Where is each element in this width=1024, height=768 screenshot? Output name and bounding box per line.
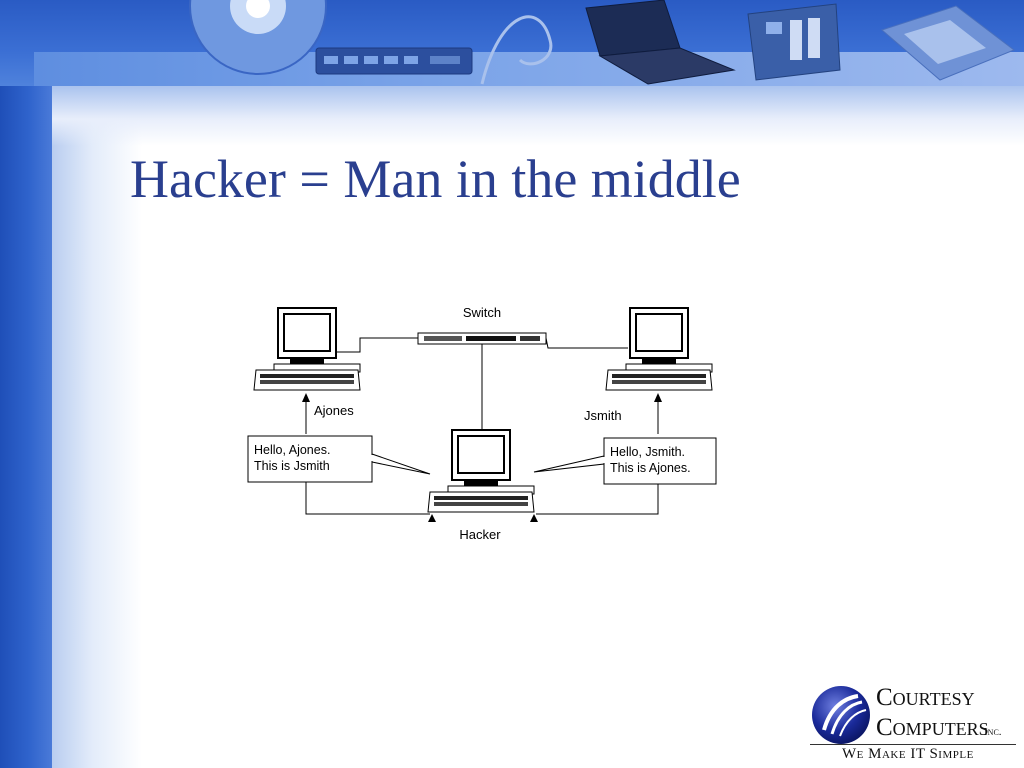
right-spoof-callout: Hello, Jsmith. This is Ajones. — [533, 437, 717, 485]
cable-icon — [480, 15, 553, 85]
laptop-icon — [585, 0, 736, 85]
logo-tagline: We Make IT Simple — [842, 746, 974, 762]
header-artwork — [189, 0, 1016, 85]
left-spoof-callout: Hello, Ajones. This is Jsmith — [247, 435, 431, 483]
left-callout-line2: This is Jsmith — [254, 459, 330, 473]
cd-disc-icon — [189, 0, 327, 75]
header-strip — [34, 52, 1024, 86]
handheld-device-icon — [881, 5, 1016, 81]
logo-name-line1: Courtesy — [876, 684, 975, 711]
right-callout-line2: This is Ajones. — [610, 461, 691, 475]
left-gradient-fade — [52, 84, 142, 768]
logo-divider — [810, 744, 1016, 745]
courtesy-computers-logo-icon — [812, 686, 870, 744]
company-logo: Courtesy Computers Inc. We Make IT Simpl… — [806, 684, 1020, 764]
hacker-left-foot-icon — [428, 514, 436, 522]
jsmith-computer-icon — [605, 307, 713, 391]
hacker-jsmith-link — [536, 484, 659, 515]
switch-device: Switch — [417, 305, 547, 345]
logo-name-line2: Computers — [876, 714, 989, 741]
header-banner — [0, 0, 1024, 86]
slide-title: Hacker = Man in the middle — [130, 149, 741, 209]
header-gradient-fade — [52, 86, 1024, 146]
ajones-label: Ajones — [314, 403, 354, 418]
jsmith-arrow-icon — [654, 393, 662, 402]
mitm-network-diagram: Switch Ajones Jsmith Hacker — [247, 305, 717, 542]
left-decorative-band — [0, 0, 52, 768]
circuit-board-icon — [747, 3, 841, 81]
jsmith-switch-link — [545, 337, 628, 349]
hacker-label: Hacker — [459, 527, 501, 542]
right-callout-line1: Hello, Jsmith. — [610, 445, 685, 459]
left-callout-line1: Hello, Ajones. — [254, 443, 330, 457]
logo-inc: Inc. — [984, 726, 1002, 738]
jsmith-label: Jsmith — [584, 408, 622, 423]
network-hub-icon — [315, 47, 473, 75]
ajones-computer-icon — [253, 307, 361, 391]
ajones-switch-link — [336, 337, 420, 353]
hacker-right-foot-icon — [530, 514, 538, 522]
switch-label: Switch — [463, 305, 501, 320]
hacker-computer-icon — [427, 429, 535, 513]
ajones-arrow-icon — [302, 393, 310, 402]
